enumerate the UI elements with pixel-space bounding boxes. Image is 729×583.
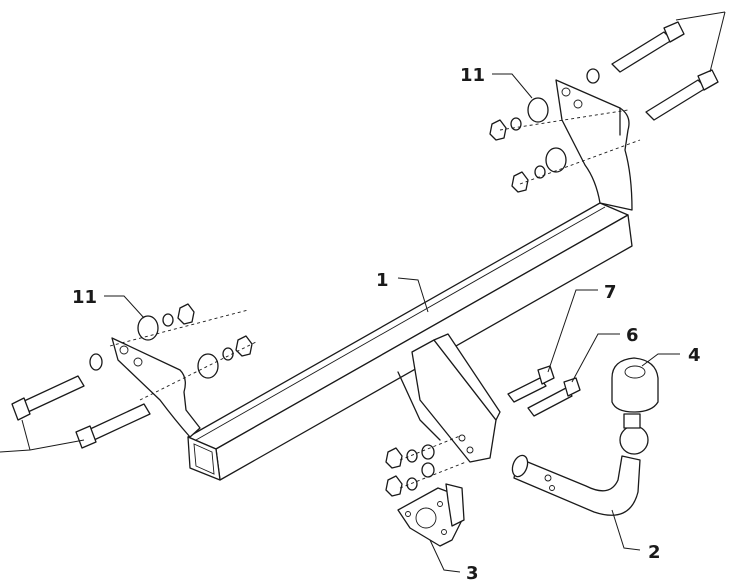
bolt-6 [527,377,581,417]
socket-hardware [385,435,467,497]
left-mounting-bracket [111,337,201,438]
bolts-top-right [586,11,726,121]
callout-6: 6 [626,325,639,346]
hardware-set-left [109,303,257,401]
right-mounting-bracket [555,79,633,211]
ball-cover [611,357,659,413]
callout-2: 2 [648,542,661,563]
callout-11-top: 11 [460,65,485,86]
main-crossbeam [187,202,633,481]
ballmount-plate [397,333,501,463]
towball-neck [511,413,649,516]
electric-socket-plate [397,483,465,547]
hardware-set-top [489,97,641,193]
callout-11-left: 11 [72,287,97,308]
callout-4: 4 [688,345,701,366]
callout-1: 1 [376,270,389,291]
callout-7: 7 [604,282,617,303]
callout-3: 3 [466,563,479,583]
callout-leaders [104,73,680,573]
bolts-lower-left [0,353,151,453]
bolt-7 [507,365,555,403]
